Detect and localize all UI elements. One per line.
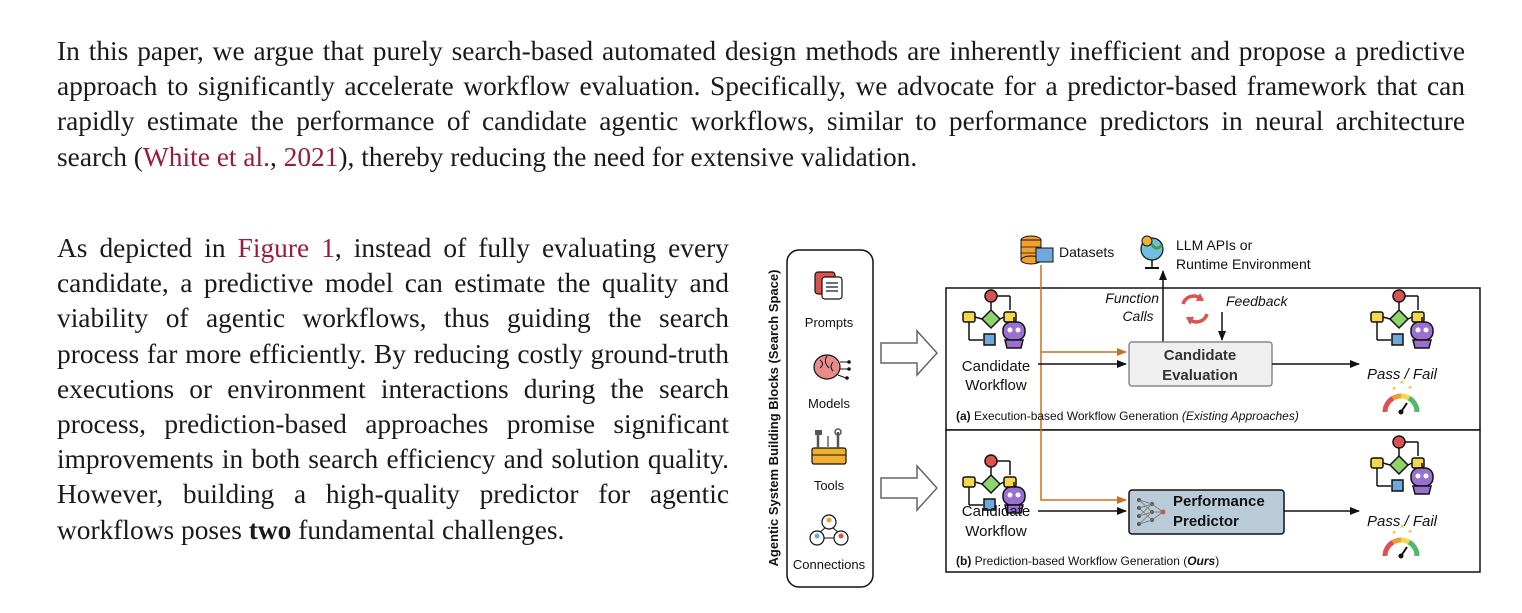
citation-author-link[interactable]: White et al. xyxy=(142,141,270,172)
hollow-arrow-b xyxy=(880,464,939,512)
feedback-cycle-icon xyxy=(1181,293,1209,325)
predictor-box-line2: Predictor xyxy=(1173,513,1239,530)
citation-year-link[interactable]: 2021 xyxy=(283,141,339,172)
hollow-arrow-a xyxy=(880,329,939,377)
datasets-label: Datasets xyxy=(1059,244,1114,260)
function-calls-line1: Function xyxy=(1105,290,1159,306)
block-label-connections: Connections xyxy=(793,557,866,572)
panel-b-caption-ours: Ours xyxy=(1187,554,1215,568)
search-space-title: Agentic System Building Blocks (Search S… xyxy=(766,270,781,567)
connections-icon xyxy=(809,514,849,546)
panel-b-caption-text: Prediction-based Workflow Generation ( xyxy=(971,554,1187,568)
llm-label-line2: Runtime Environment xyxy=(1176,256,1311,272)
block-label-tools: Tools xyxy=(814,478,845,493)
datasets-icon xyxy=(1020,235,1054,265)
figure-reference-link[interactable]: Figure 1 xyxy=(237,233,335,263)
block-label-prompts: Prompts xyxy=(805,315,854,330)
panel-b-caption-prefix: (b) xyxy=(956,554,971,568)
citation-separator: , xyxy=(269,141,284,172)
panel-a-caption-prefix: (a) xyxy=(956,409,971,423)
block-label-models: Models xyxy=(808,396,850,411)
para2-body: , instead of fully evaluating every cand… xyxy=(57,233,729,545)
llm-label-line1: LLM APIs or xyxy=(1176,237,1253,253)
panel-a-caption-text: Execution-based Workflow Generation xyxy=(971,409,1182,423)
para1-text: In this paper, we argue that purely sear… xyxy=(57,36,1465,172)
prompts-icon xyxy=(814,271,843,300)
function-calls-line2: Calls xyxy=(1122,308,1153,324)
panel-b-candidate-line1: Candidate xyxy=(962,503,1030,520)
evaluation-box-line1: Candidate xyxy=(1164,347,1237,364)
llm-api-globe-icon xyxy=(1140,235,1164,269)
panel-a-candidate-line2: Workflow xyxy=(965,377,1027,394)
models-brain-icon xyxy=(813,354,851,380)
panel-b-outcome: Pass / Fail xyxy=(1367,513,1438,530)
para1-text-end: ), thereby reducing the need for extensi… xyxy=(338,141,918,172)
paragraph-intro: In this paper, we argue that purely sear… xyxy=(57,34,1465,175)
panel-a-caption: (a) Execution-based Workflow Generation … xyxy=(956,409,1299,423)
panel-b-caption: (b) Prediction-based Workflow Generation… xyxy=(956,554,1219,568)
paragraph-figure-discussion: As depicted in Figure 1, instead of full… xyxy=(57,231,729,548)
panel-b-caption-suffix: ) xyxy=(1215,554,1219,568)
dataset-line-to-predictor xyxy=(1040,265,1127,504)
para2-bold-word: two xyxy=(248,514,292,545)
para2-intro: As depicted in xyxy=(57,233,238,263)
evaluation-box-line2: Evaluation xyxy=(1162,367,1238,384)
tools-toolbox-icon xyxy=(811,428,847,465)
para2-ending: fundamental challenges. xyxy=(291,514,565,545)
search-space-box xyxy=(786,249,874,588)
predictor-box-line1: Performance xyxy=(1173,493,1265,510)
panel-a-candidate-line1: Candidate xyxy=(962,358,1030,375)
feedback-label: Feedback xyxy=(1226,293,1288,309)
panel-a-caption-italic: (Existing Approaches) xyxy=(1182,409,1299,423)
panel-b-candidate-line2: Workflow xyxy=(965,523,1027,540)
performance-predictor-box xyxy=(1128,489,1285,535)
neural-network-icon xyxy=(1137,498,1166,526)
panel-a-outcome: Pass / Fail xyxy=(1367,366,1438,383)
